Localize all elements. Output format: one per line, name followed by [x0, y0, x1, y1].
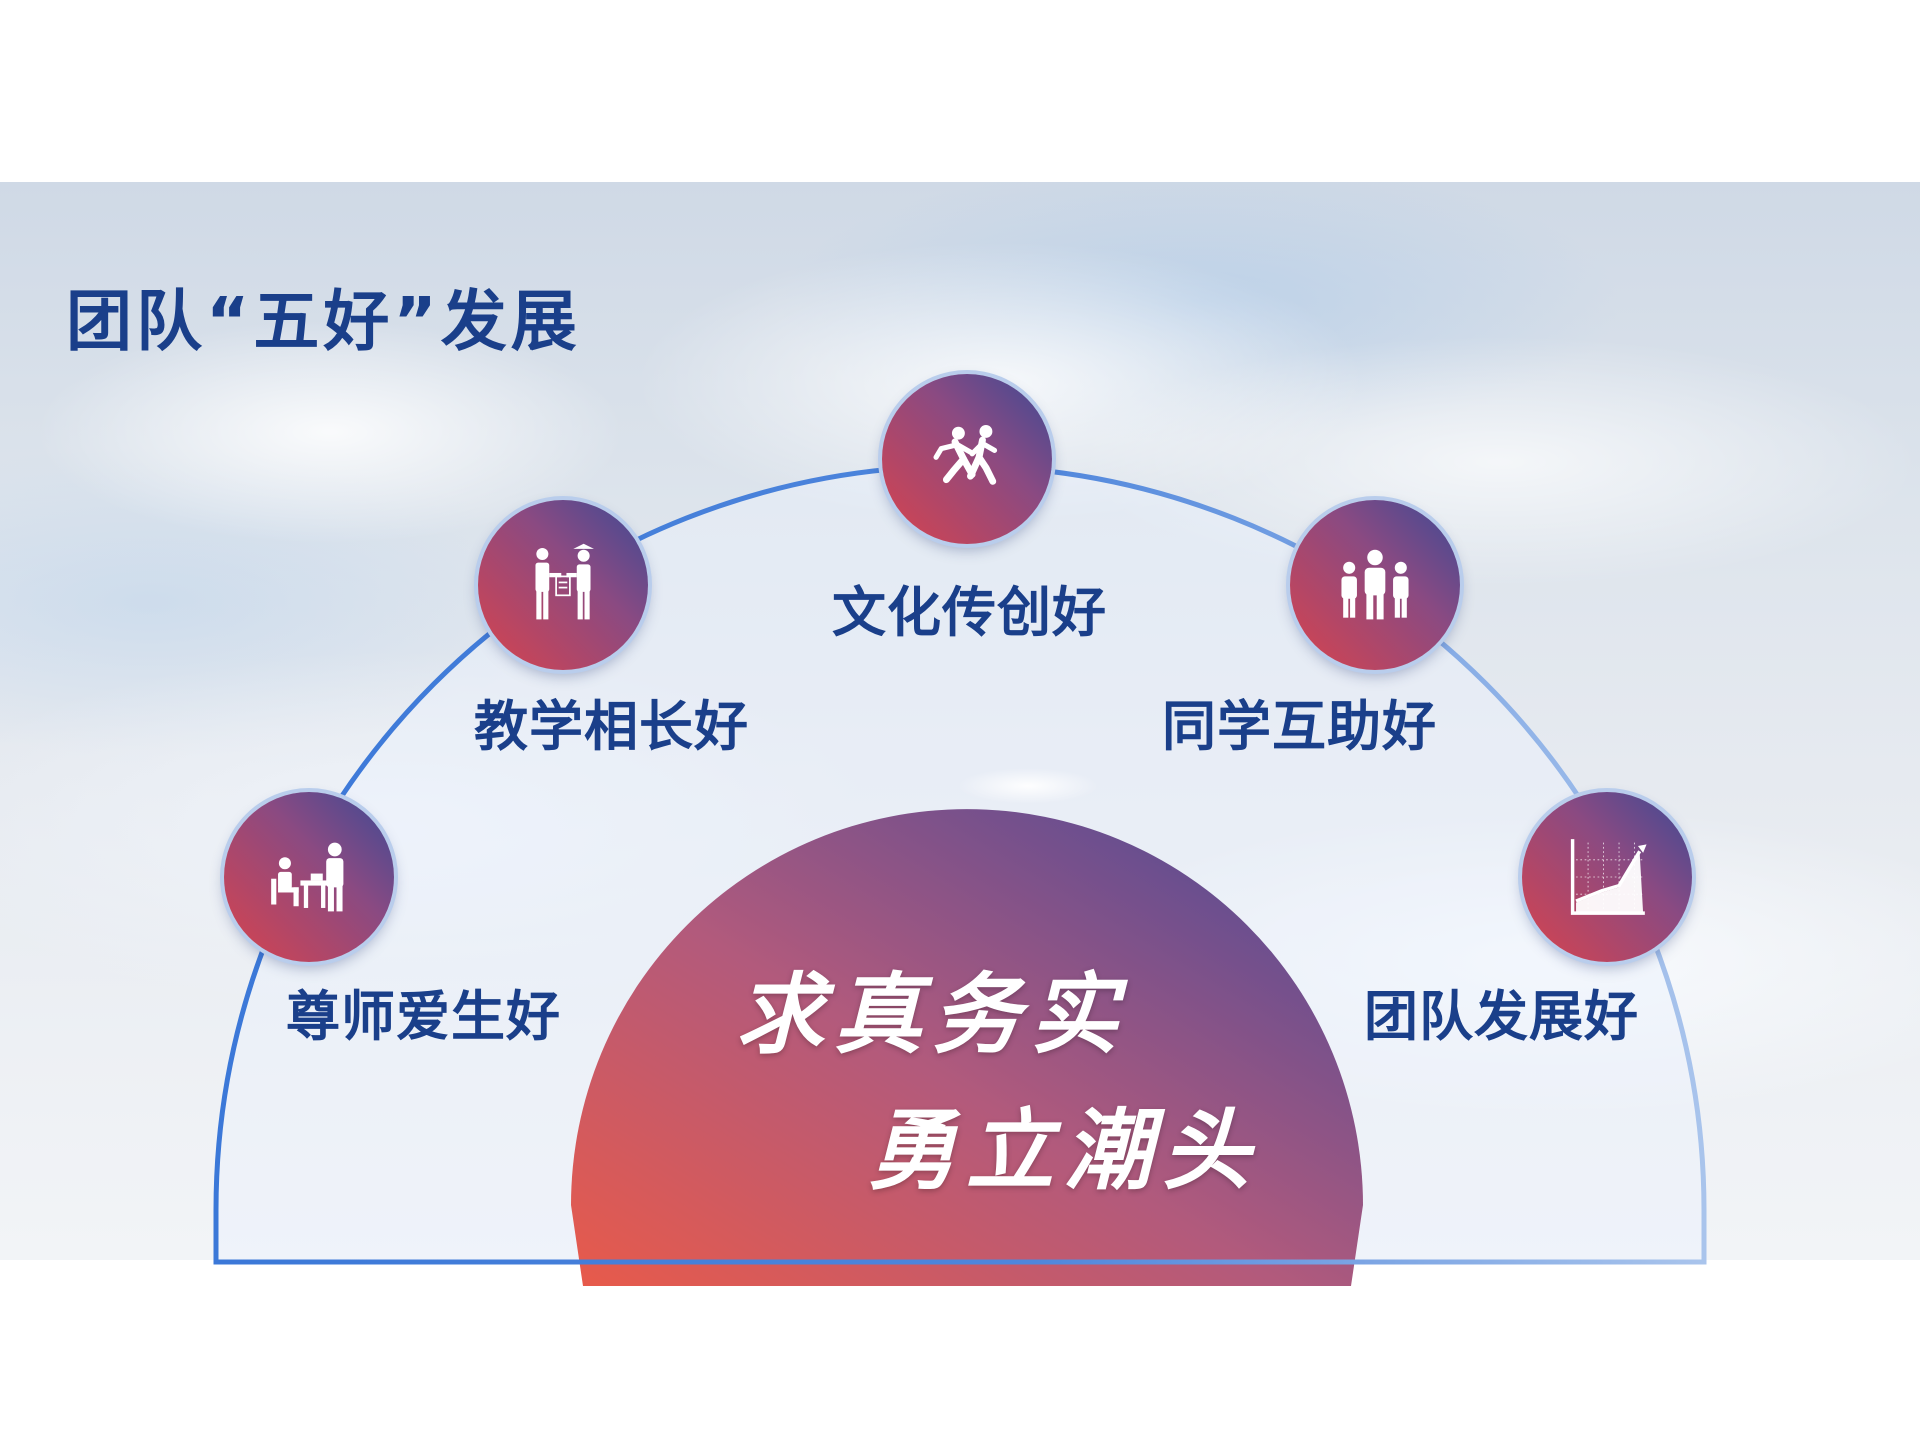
growth-chart-icon — [1570, 839, 1647, 915]
label-peer-help: 同学互助好 — [1162, 695, 1437, 758]
sun-glow — [958, 768, 1098, 804]
group-of-people-icon — [1341, 549, 1409, 620]
label-culture: 文化传创好 — [832, 581, 1107, 644]
badge-growth — [1522, 792, 1692, 962]
slogan-line-2: 勇立潮头 — [868, 1098, 1261, 1202]
slogan-line-1: 求真务实 — [736, 962, 1129, 1066]
badge-culture — [882, 374, 1052, 544]
sunrise-disc — [571, 809, 1363, 1286]
badge-teaching — [478, 500, 648, 670]
teacher-student-handover-icon — [535, 543, 594, 620]
running-people-icon — [933, 425, 998, 485]
badge-respect — [224, 792, 394, 962]
badge-peer-help — [1290, 500, 1460, 670]
label-teaching: 教学相长好 — [474, 695, 749, 758]
label-growth: 团队发展好 — [1364, 985, 1639, 1048]
teacher-at-desk-icon — [271, 842, 344, 912]
label-respect: 尊师爱生好 — [286, 985, 561, 1048]
page-title: 团队“五好”发展 — [66, 283, 581, 360]
